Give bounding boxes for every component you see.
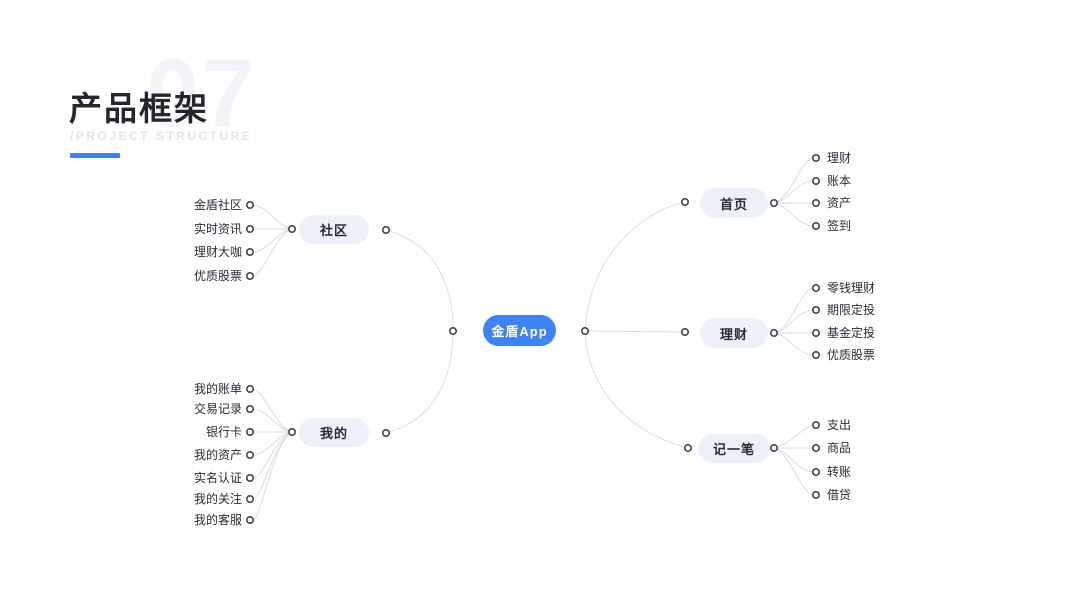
branch-node-record: 记一笔 <box>698 434 770 463</box>
connector-line <box>773 447 813 496</box>
connector-dot <box>769 443 778 452</box>
connector-dot <box>811 222 820 231</box>
mindmap-leaf: 交易记录 <box>193 402 242 416</box>
connector-dot <box>287 427 296 436</box>
connector-line <box>253 431 293 521</box>
mindmap-leaf: 优质股票 <box>827 348 876 362</box>
connector-dot <box>580 326 589 335</box>
connector-line <box>773 157 813 204</box>
title-accent-bar <box>70 153 120 158</box>
connector-dot <box>246 201 255 210</box>
connector-line <box>773 287 813 334</box>
connector-dot <box>811 328 820 337</box>
connector-line <box>385 229 454 332</box>
connector-dot <box>246 515 255 524</box>
connector-dot <box>811 490 820 499</box>
mindmap-leaf: 基金定投 <box>827 326 876 340</box>
connector-dot <box>246 271 255 280</box>
mindmap-leaf: 商品 <box>827 441 852 455</box>
connector-dot <box>680 327 689 336</box>
mindmap-leaf: 我的客服 <box>193 513 242 527</box>
connector-line <box>385 330 454 434</box>
connector-dot <box>811 467 820 476</box>
connector-dot <box>811 420 820 429</box>
mindmap-leaf: 银行卡 <box>205 425 242 439</box>
connector-line <box>584 201 686 332</box>
branch-node-mine: 我的 <box>299 418 369 447</box>
connector-dot <box>246 450 255 459</box>
connector-line <box>253 431 293 479</box>
connector-dot <box>246 494 255 503</box>
connector-dot <box>246 225 255 234</box>
mindmap-leaf: 期限定投 <box>827 303 876 317</box>
page-title: 产品框架 <box>69 90 209 127</box>
connector-dot <box>246 427 255 436</box>
connector-line <box>253 388 293 433</box>
connector-dot <box>811 305 820 314</box>
mindmap-leaf: 转账 <box>827 465 852 479</box>
connector-dot <box>448 326 457 335</box>
connector-line <box>253 228 293 277</box>
connector-dot <box>246 404 255 413</box>
mindmap-leaf: 理财大咖 <box>193 245 242 259</box>
mindmap-leaf: 我的关注 <box>193 492 242 506</box>
mindmap-leaf: 账本 <box>827 174 852 188</box>
connector-dot <box>381 226 390 235</box>
page-number-watermark: 07 <box>146 40 257 147</box>
mindmap-leaf: 我的账单 <box>193 382 242 396</box>
mindmap-leaf: 理财 <box>827 151 852 165</box>
connector-line <box>773 424 813 449</box>
connector-line <box>773 332 813 356</box>
connector-dot <box>769 199 778 208</box>
connector-line <box>584 330 686 333</box>
connector-dot <box>287 225 296 234</box>
connector-line <box>773 202 813 227</box>
connector-dot <box>680 198 689 207</box>
connector-dot <box>811 350 820 359</box>
mindmap-leaf: 实时资讯 <box>193 222 242 236</box>
connector-line <box>253 204 293 230</box>
connector-dot <box>811 283 820 292</box>
mindmap-root-node: 金盾App <box>483 315 556 346</box>
connector-dot <box>811 177 820 186</box>
connector-dot <box>246 248 255 257</box>
mindmap-leaf: 金盾社区 <box>193 198 242 212</box>
connector-dot <box>811 199 820 208</box>
page-subtitle: /PROJECT STRUCTURE <box>70 129 253 143</box>
branch-node-community: 社区 <box>299 215 369 244</box>
mindmap-leaf: 我的资产 <box>193 448 242 462</box>
connector-line <box>584 330 689 449</box>
connector-dot <box>246 384 255 393</box>
mindmap-leaf: 借贷 <box>827 488 852 502</box>
connector-dot <box>811 443 820 452</box>
branch-node-home: 首页 <box>700 188 768 218</box>
mindmap-leaf: 支出 <box>827 418 852 432</box>
connector-dot <box>381 428 390 437</box>
mindmap-leaf: 零钱理财 <box>827 281 876 295</box>
mindmap-leaf: 签到 <box>827 219 852 233</box>
mindmap-leaf: 实名认证 <box>193 471 242 485</box>
connector-dot <box>811 154 820 163</box>
connector-dot <box>769 328 778 337</box>
mindmap-leaf: 资产 <box>827 196 852 210</box>
branch-node-finance: 理财 <box>700 318 768 348</box>
connector-dot <box>683 443 692 452</box>
mindmap-leaf: 优质股票 <box>193 269 242 283</box>
connector-dot <box>246 473 255 482</box>
